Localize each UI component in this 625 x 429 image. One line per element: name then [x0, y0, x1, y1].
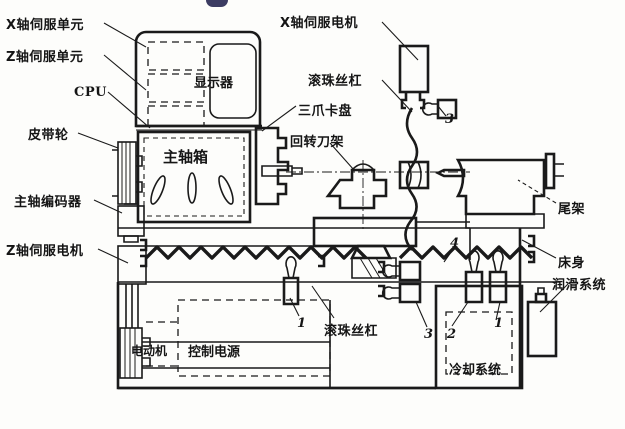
top-dark-mark [206, 0, 228, 7]
callout-1-right: 1 [494, 316, 504, 331]
label-three-jaw-chuck: 三爪卡盘 [298, 104, 353, 119]
label-turret: 回转刀架 [290, 135, 345, 150]
label-z-servo-unit: Z轴伺服单元 [6, 50, 84, 65]
label-lubrication-system: 润滑系统 [552, 278, 607, 293]
label-ball-screw-bottom: 滚珠丝杠 [324, 324, 379, 339]
label-display: 显示器 [194, 76, 234, 91]
callout-3-lower: 3 [424, 327, 434, 342]
label-cooling-system: 冷却系统 [449, 363, 502, 378]
callout-2: 2 [447, 327, 457, 342]
callout-3-upper: 3 [445, 112, 455, 127]
label-headstock: 主轴箱 [163, 148, 209, 166]
label-belt-pulley: 皮带轮 [28, 128, 69, 143]
label-cpu: CPU [74, 85, 107, 100]
label-z-servo-motor: Z轴伺服电机 [6, 244, 84, 259]
label-bed: 床身 [558, 256, 586, 271]
leader-lines [77, 21, 569, 328]
label-spindle-encoder: 主轴编码器 [14, 195, 82, 210]
label-x-servo-unit: X轴伺服单元 [6, 18, 85, 33]
callout-4: 4 [450, 236, 460, 251]
label-electric-motor: 电动机 [131, 344, 168, 358]
label-tailstock: 尾架 [558, 202, 586, 217]
label-ball-screw-top: 滚珠丝杠 [308, 74, 363, 89]
label-control-power: 控制电源 [188, 345, 241, 360]
callout-1-left: 1 [297, 316, 307, 331]
label-x-servo-motor: X轴伺服电机 [280, 16, 359, 31]
